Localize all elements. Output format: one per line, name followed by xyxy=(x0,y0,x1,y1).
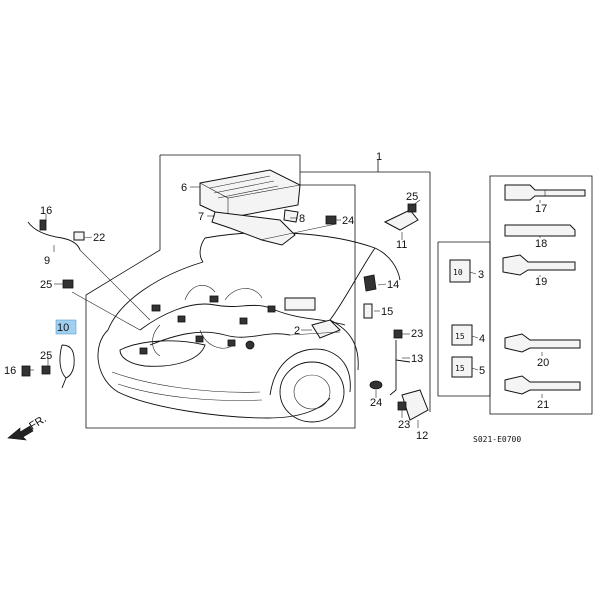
callout-7: 7 xyxy=(198,211,204,223)
nut-24a xyxy=(325,215,337,225)
bolt-25c xyxy=(407,203,417,213)
callout-12: 12 xyxy=(416,430,428,442)
terminal-21 xyxy=(504,375,581,395)
connector-5: 15 xyxy=(451,356,473,378)
callout-labels: 1 6 7 8 16 22 9 25 10 25 16 24 25 11 14 … xyxy=(4,151,549,442)
callout-10: 10 xyxy=(57,322,69,334)
connector-4: 15 xyxy=(451,324,473,346)
callout-24b: 24 xyxy=(370,397,382,409)
bolt-23b xyxy=(397,401,407,411)
diagram-code: S021-E0700 xyxy=(473,435,521,444)
clip-15 xyxy=(363,303,373,319)
callout-9: 9 xyxy=(44,255,50,267)
callout-1: 1 xyxy=(376,151,382,163)
callout-23a: 23 xyxy=(411,328,423,340)
callout-23b: 23 xyxy=(398,419,410,431)
bolt-23a xyxy=(393,329,403,339)
relay-bracket xyxy=(211,211,296,246)
cable-10 xyxy=(59,344,75,389)
callout-25a: 25 xyxy=(40,279,52,291)
callout-22: 22 xyxy=(93,232,105,244)
callout-25c: 25 xyxy=(406,191,418,203)
ground-cable-left xyxy=(27,219,85,251)
front-arrow: FR. xyxy=(7,413,49,441)
terminal-20 xyxy=(504,333,581,353)
connector-5-mark: 15 xyxy=(455,364,465,373)
bracket-11 xyxy=(383,209,419,231)
callout-11: 11 xyxy=(396,239,407,251)
callout-4: 4 xyxy=(479,333,485,345)
callout-14: 14 xyxy=(387,279,399,291)
callout-5: 5 xyxy=(479,365,485,377)
bracket-12 xyxy=(401,389,429,421)
callout-24a: 24 xyxy=(342,215,354,227)
relay-box xyxy=(199,169,301,219)
car-body xyxy=(97,232,401,423)
callout-21: 21 xyxy=(537,399,549,411)
connector-4-mark: 15 xyxy=(455,332,465,341)
callout-13: 13 xyxy=(411,353,423,365)
assembly-frame xyxy=(85,154,431,429)
callout-17: 17 xyxy=(535,203,547,215)
leader-lines xyxy=(30,186,543,428)
callout-3: 3 xyxy=(478,269,484,281)
callout-6: 6 xyxy=(181,182,187,194)
callout-16a: 16 xyxy=(40,205,52,217)
callout-8: 8 xyxy=(299,213,305,225)
nut-24b xyxy=(369,380,383,390)
bracket-13 xyxy=(389,340,411,396)
connector-3: 10 xyxy=(449,259,471,283)
terminal-18 xyxy=(504,224,576,237)
callout-19: 19 xyxy=(535,276,547,288)
terminal-17 xyxy=(504,184,586,201)
callout-16b: 16 xyxy=(4,365,16,377)
engine-harness xyxy=(139,285,346,357)
bolt-16b xyxy=(21,365,31,377)
part-10-highlight xyxy=(55,319,77,335)
callout-2: 2 xyxy=(294,325,300,337)
bolt-25a xyxy=(62,279,74,289)
callout-20: 20 xyxy=(537,357,549,369)
bracket-clip xyxy=(283,209,299,223)
callout-18: 18 xyxy=(535,238,547,250)
terminal-19 xyxy=(502,254,576,276)
callout-25b: 25 xyxy=(40,350,52,362)
connector-3-mark: 10 xyxy=(453,268,463,277)
clip-14 xyxy=(363,274,377,292)
callout-15: 15 xyxy=(381,306,393,318)
connector-box xyxy=(437,241,491,397)
bolt-25b xyxy=(41,365,51,375)
